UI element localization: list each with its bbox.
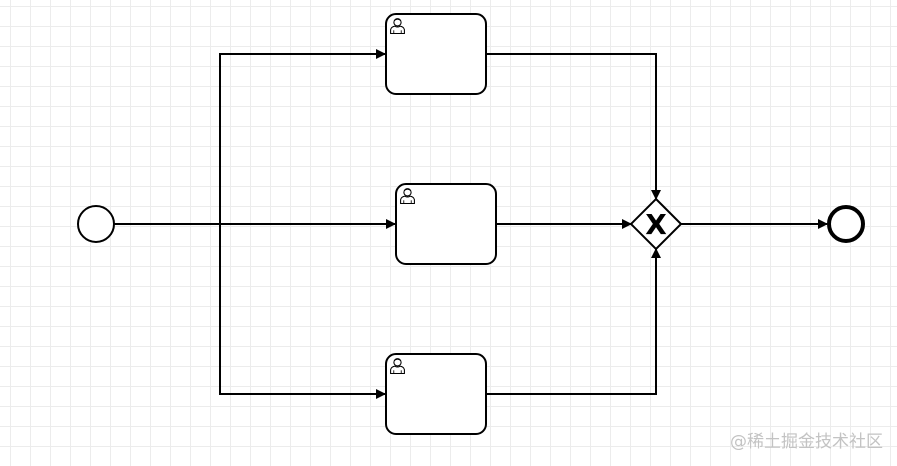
flow-branch-to-top-task[interactable]	[219, 49, 386, 224]
user-task-bottom[interactable]	[385, 353, 487, 435]
flow-branch-to-bottom-task[interactable]	[219, 224, 386, 399]
user-task-middle[interactable]	[395, 183, 497, 265]
watermark: @稀土掘金技术社区	[730, 432, 883, 452]
end-event[interactable]	[827, 205, 865, 243]
user-task-top[interactable]	[385, 13, 487, 95]
start-event[interactable]	[77, 205, 115, 243]
flow-top-task-to-gateway[interactable]	[486, 53, 661, 200]
exclusive-gateway[interactable]: X	[629, 197, 683, 251]
gateway-marker-icon: X	[645, 208, 667, 241]
flow-bottom-task-to-gateway[interactable]	[486, 248, 661, 395]
